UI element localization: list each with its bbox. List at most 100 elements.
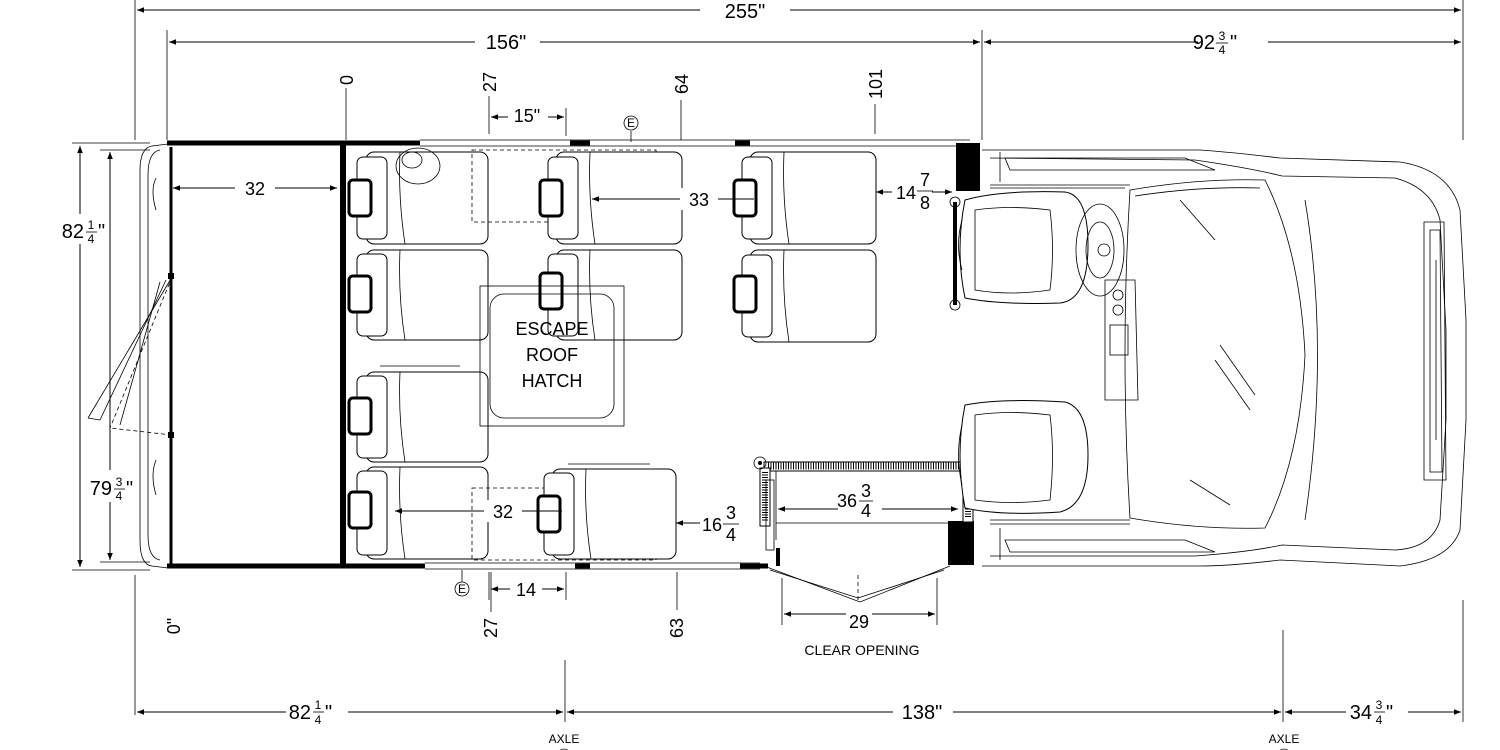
exit-marker-top: E [623,115,639,142]
cab-length-label: 92 3 4 " [1193,29,1237,57]
stations-bottom: 0" 27 63 [164,572,687,638]
svg-text:4: 4 [1219,43,1226,57]
exit-marker-bottom: E [454,570,470,597]
svg-text:79: 79 [90,478,112,500]
station-bottom-27: 27 [481,618,501,638]
svg-text:4: 4 [88,232,95,246]
seat-front-top [732,151,877,245]
station-top-101: 101 [866,69,886,99]
svg-text:": " [1230,32,1237,54]
aisle-top-dimension: 33 [592,188,754,210]
door-width-dimension: 36 3 4 [778,481,958,521]
dashboard-console [1104,279,1139,401]
stations-top: 0 27 64 101 [337,69,886,140]
svg-text:3: 3 [1376,698,1383,712]
width-inner-label: 79 3 4 " [90,475,133,503]
svg-text:3: 3 [116,475,123,489]
passenger-cab-seat [958,400,1089,514]
rear-axle-label: AXLE [549,732,580,746]
front-overhang-label: 34 3 4 " [1350,698,1393,727]
wheelbase-label: 138" [902,702,942,724]
station-top-0: 0 [337,75,357,85]
svg-text:34: 34 [1350,702,1372,724]
svg-text:7: 7 [920,170,930,190]
seat-mid-2 [538,249,683,341]
clear-opening-label: CLEAR OPENING [804,642,919,658]
clear-opening-dimension: 29 CLEAR OPENING [784,611,935,658]
hatch-label-line1: ESCAPE [515,319,588,339]
cab-outline [982,149,1467,567]
station-top-64: 64 [672,74,692,94]
svg-text:36: 36 [837,491,857,511]
svg-text:4: 4 [116,489,123,503]
rear-doors [87,147,174,565]
svg-text:82: 82 [62,221,84,243]
svg-text:82: 82 [289,702,311,724]
window-bottom-dimension: 14 [488,572,567,600]
steering-wheel [1075,203,1125,297]
svg-text:E: E [458,582,466,596]
escape-roof-hatch: ESCAPE ROOF HATCH [479,285,625,427]
svg-text:": " [126,478,133,500]
svg-text:": " [1386,702,1393,724]
width-outer-dimension: 82 1 4 " [58,142,150,571]
svg-text:": " [325,702,332,724]
svg-text:16: 16 [702,515,722,535]
gap-bottom-label: 16 3 4 [702,503,739,545]
width-inner-dimension: 79 3 4 " [86,149,150,563]
rear-storage-label: 32 [245,179,265,199]
svg-text:3: 3 [861,481,871,501]
rear-storage-dimension: 32 [173,177,337,199]
station-bottom-63: 63 [667,618,687,638]
seat-left-bottom [347,466,489,560]
svg-text:3: 3 [1219,29,1226,43]
front-grille [1423,221,1447,481]
overall-length-label: 255" [725,1,765,23]
body-length-dimension: 156" 92 3 4 " [166,28,1461,140]
body-length-label: 156" [486,32,526,54]
clear-opening-value: 29 [849,612,869,632]
seat-left-top [347,147,489,245]
axle-dimensions: 82 1 4 " 138" 34 3 4 " [134,575,1464,728]
seat-left-2 [347,249,489,341]
svg-text:4: 4 [1376,713,1383,727]
window-bottom-label: 14 [516,580,536,600]
station-top-27: 27 [480,72,500,92]
window-top-label: 15" [514,106,540,126]
aisle-bottom-dimension: 32 [395,500,562,522]
svg-text:": " [98,221,105,243]
window-top-dimension: 15" [491,104,567,136]
rear-bumper [139,143,169,569]
grab-handle [949,196,961,311]
seat-front-2 [732,249,877,343]
aisle-bottom-label: 32 [493,502,513,522]
svg-text:92: 92 [1193,32,1215,54]
svg-text:4: 4 [726,525,736,545]
svg-text:4: 4 [315,713,322,727]
seat-left-3 [347,365,489,463]
gap-top-label: 14 7 8 [896,170,933,213]
cab-mirrors [999,152,1216,560]
folding-door [763,565,951,625]
overall-length-dimension: 255" [134,0,1464,140]
seat-mid-top [471,149,683,245]
door-width-label: 36 3 4 [837,481,873,521]
gap-bottom-dimension: 16 3 4 [676,503,739,545]
svg-text:1: 1 [88,218,95,232]
svg-text:1: 1 [315,698,322,712]
svg-text:3: 3 [726,503,736,523]
station-bottom-0: 0" [164,618,184,634]
seat-mid-bottom [471,463,677,561]
axle-markers: AXLE AXLE [549,732,1299,750]
svg-text:4: 4 [861,501,871,521]
rear-overhang-label: 82 1 4 " [289,698,332,727]
aisle-top-label: 33 [689,190,709,210]
svg-text:E: E [627,116,635,130]
hatch-label-line3: HATCH [522,371,583,391]
gap-top-dimension: 14 7 8 [876,170,952,213]
driver-seat [958,191,1089,304]
width-outer-label: 82 1 4 " [62,218,105,246]
body-walls [167,139,981,570]
svg-text:8: 8 [920,193,930,213]
